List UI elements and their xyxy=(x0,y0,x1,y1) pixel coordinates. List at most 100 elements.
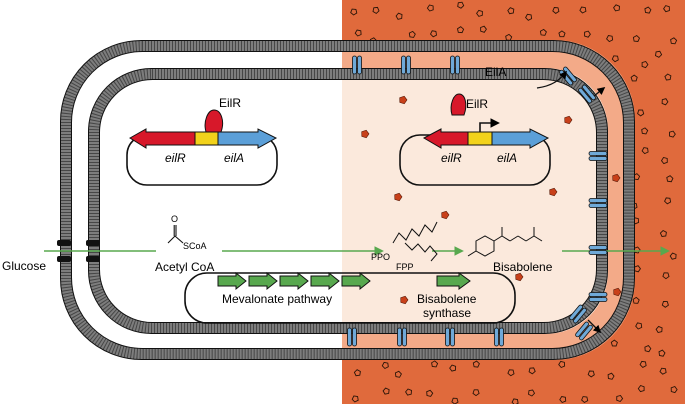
product-pentagon-icon xyxy=(394,192,403,202)
gene-label-eila-left: eilA xyxy=(224,151,244,165)
product-pentagon-icon xyxy=(659,367,667,375)
product-pentagon-icon xyxy=(539,28,547,36)
fpp-label: FPP xyxy=(396,262,414,272)
product-pentagon-icon xyxy=(399,95,408,105)
fpp-chain-lower xyxy=(404,242,438,262)
product-pentagon-icon xyxy=(641,147,649,155)
product-pentagon-icon xyxy=(405,388,412,396)
ppo-label: PPO xyxy=(371,252,390,262)
product-pentagon-icon xyxy=(670,37,678,45)
product-pentagon-icon xyxy=(630,74,638,82)
product-pentagon-icon xyxy=(581,396,589,404)
product-pentagon-icon xyxy=(456,26,465,34)
efflux-pump-icon xyxy=(352,55,362,75)
product-pentagon-icon xyxy=(655,50,663,58)
product-pentagon-icon xyxy=(662,272,670,280)
product-pentagon-icon xyxy=(564,115,573,125)
product-pentagon-icon xyxy=(644,345,652,353)
product-pentagon-icon xyxy=(431,360,439,368)
product-pentagon-icon xyxy=(660,156,668,165)
bisabolene-synthase-label-1: Bisabolene xyxy=(417,292,477,306)
plasmid-pathway xyxy=(184,272,516,324)
product-pentagon-icon xyxy=(669,252,677,260)
efflux-pump-icon xyxy=(397,327,407,347)
acetyl-coa-label: Acetyl CoA xyxy=(155,260,214,274)
product-pentagon-icon xyxy=(476,9,483,17)
product-pentagon-icon xyxy=(587,370,595,378)
efflux-pump-icon xyxy=(569,304,587,324)
product-pentagon-icon xyxy=(449,364,457,372)
product-pentagon-icon xyxy=(579,6,587,14)
product-pentagon-icon xyxy=(558,360,566,369)
pump-arrow-top xyxy=(593,87,606,97)
product-pentagon-icon xyxy=(658,349,666,357)
product-pentagon-icon xyxy=(613,287,622,297)
product-pentagon-icon xyxy=(426,4,434,12)
product-pentagon-icon xyxy=(528,367,536,375)
cytoplasm xyxy=(88,68,608,334)
efflux-pump-icon xyxy=(401,55,411,75)
product-pentagon-icon xyxy=(637,384,645,393)
pump-arrow-bottom xyxy=(587,319,602,334)
product-pentagon-icon xyxy=(552,7,560,14)
product-pentagon-icon xyxy=(351,395,359,403)
efflux-pump-icon xyxy=(450,55,460,75)
bisabolene-synthase-gene xyxy=(436,272,471,290)
efflux-pump-icon xyxy=(588,151,608,161)
efflux-pump-icon xyxy=(575,321,593,341)
product-pentagon-icon xyxy=(610,339,618,347)
product-pentagon-icon xyxy=(611,55,619,63)
product-pentagon-icon xyxy=(426,389,434,397)
eilr-protein-label-right: EilR xyxy=(466,97,488,111)
eilr-protein-label-left: EilR xyxy=(219,96,241,110)
intracellular-product xyxy=(361,95,622,305)
product-pentagon-icon xyxy=(472,389,480,397)
product-pentagon-icon xyxy=(528,389,536,397)
mevalonate-gene-arrow xyxy=(341,271,371,291)
product-pentagon-icon xyxy=(451,397,459,404)
product-pentagon-icon xyxy=(666,175,674,183)
glucose-label: Glucose xyxy=(2,259,46,273)
product-pentagon-icon xyxy=(353,369,361,377)
product-pentagon-icon xyxy=(661,98,669,106)
product-pentagon-icon xyxy=(637,109,645,117)
efflux-pump-icon xyxy=(588,245,608,255)
product-pentagon-icon xyxy=(606,34,614,43)
product-pentagon-icon xyxy=(664,197,672,205)
efflux-pump-icon xyxy=(588,198,608,208)
product-pentagon-icon xyxy=(558,30,566,38)
product-pentagon-icon xyxy=(669,130,676,138)
product-pentagon-icon xyxy=(641,60,649,69)
efflux-pump-icon xyxy=(494,327,504,347)
oxygen-atom-label: O xyxy=(171,214,178,224)
product-pentagon-icon xyxy=(480,25,487,33)
product-pentagon-icon xyxy=(659,229,667,237)
bisabolene-label: Bisabolene xyxy=(493,260,553,274)
product-pentagon-icon xyxy=(655,325,663,334)
product-pentagon-icon xyxy=(607,372,615,380)
product-pentagon-icon xyxy=(511,398,519,404)
product-pentagon-icon xyxy=(507,369,515,377)
fpp-chain-upper xyxy=(392,221,438,244)
mevalonate-pathway-label: Mevalonate pathway xyxy=(222,292,332,306)
product-pentagon-icon xyxy=(395,12,403,20)
efflux-pump-icon xyxy=(445,327,455,347)
product-pentagon-icon xyxy=(632,296,640,304)
gene-label-eilr-left: eilR xyxy=(165,151,186,165)
product-pentagon-icon xyxy=(644,6,652,14)
bisabolene-synthase-label-2: synthase xyxy=(423,306,471,320)
gene-label-eila-right: eilA xyxy=(497,151,517,165)
product-pentagon-icon xyxy=(408,30,416,38)
product-pentagon-icon xyxy=(635,322,643,330)
product-pentagon-icon xyxy=(441,210,450,220)
product-pentagon-icon xyxy=(663,5,670,13)
bisabolene-structure xyxy=(467,227,543,257)
product-pentagon-icon xyxy=(361,129,370,139)
mevalonate-gene-arrow xyxy=(248,271,278,291)
mevalonate-gene-arrow xyxy=(217,271,247,291)
product-pentagon-icon xyxy=(670,385,678,394)
product-pentagon-icon xyxy=(639,360,647,368)
promoter-right xyxy=(467,131,493,146)
